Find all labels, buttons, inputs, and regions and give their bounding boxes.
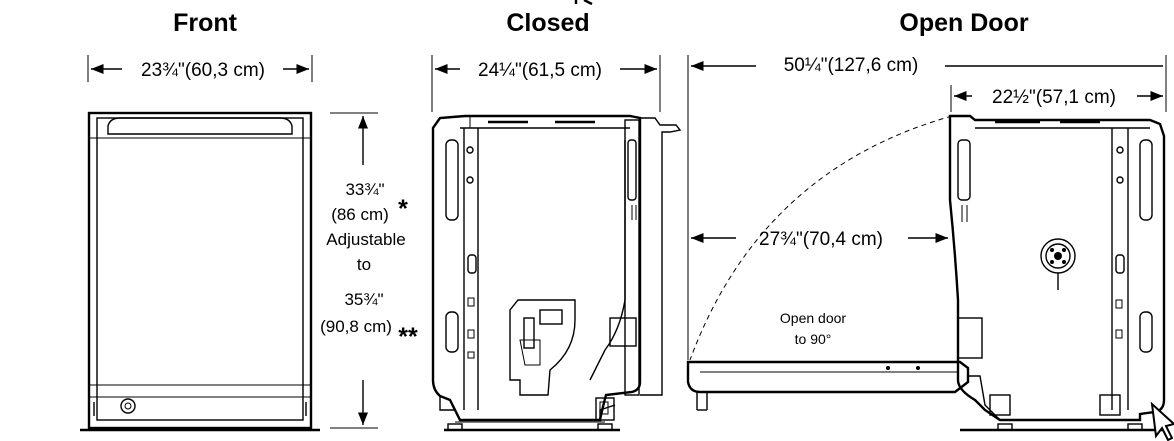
closed-depth-label: 24¼"(61,5 cm) <box>478 60 602 81</box>
front-view-outline <box>80 111 320 432</box>
open-door-door-dimension: 27¾"(70,4 cm) <box>691 229 948 250</box>
front-height-line6: (90,8 cm) <box>320 317 392 336</box>
front-height-line3: Adjustable <box>326 230 405 249</box>
open-door-view-title: Open Door <box>899 9 1028 37</box>
front-height-dimension: 33¾" (86 cm) * Adjustable to 35¾" (90,8 … <box>320 112 418 429</box>
closed-view-side-profile <box>431 114 682 432</box>
front-badge-icon <box>120 398 136 414</box>
front-height-line5: 35¾" <box>344 290 383 309</box>
front-height-line1: 33¾" <box>345 180 384 199</box>
pointer-arrow-icon <box>1150 401 1174 441</box>
front-view-title: Front <box>173 9 238 37</box>
open-door-total-depth-label: 50¼"(127,6 cm) <box>784 55 919 76</box>
open-door-note-line1: Open door <box>780 310 846 326</box>
open-door-cabinet-depth-label: 22½"(57,1 cm) <box>992 87 1116 108</box>
open-door-door-label: 27¾"(70,4 cm) <box>759 229 883 250</box>
closed-depth-dimension: 24¼"(61,5 cm) <box>431 55 661 112</box>
closed-view-title: Closed <box>506 9 589 37</box>
front-height-line2: (86 cm) <box>331 205 389 224</box>
front-width-dimension: 23¾"(60,3 cm) <box>87 55 313 82</box>
open-door-total-depth-dimension: 50¼"(127,6 cm) <box>687 55 1167 360</box>
cropped-heading-fragment <box>574 0 593 6</box>
front-height-line4: to <box>357 255 371 274</box>
front-height-star1: * <box>398 195 408 223</box>
spray-arm-icon <box>1040 238 1076 290</box>
front-height-star2: ** <box>398 323 418 351</box>
open-door-cabinet-depth-dimension: 22½"(57,1 cm) <box>950 85 1163 112</box>
front-width-label: 23¾"(60,3 cm) <box>141 60 265 81</box>
open-door-note-line2: to 90° <box>795 331 832 347</box>
open-door-view-side-profile <box>686 114 1166 432</box>
